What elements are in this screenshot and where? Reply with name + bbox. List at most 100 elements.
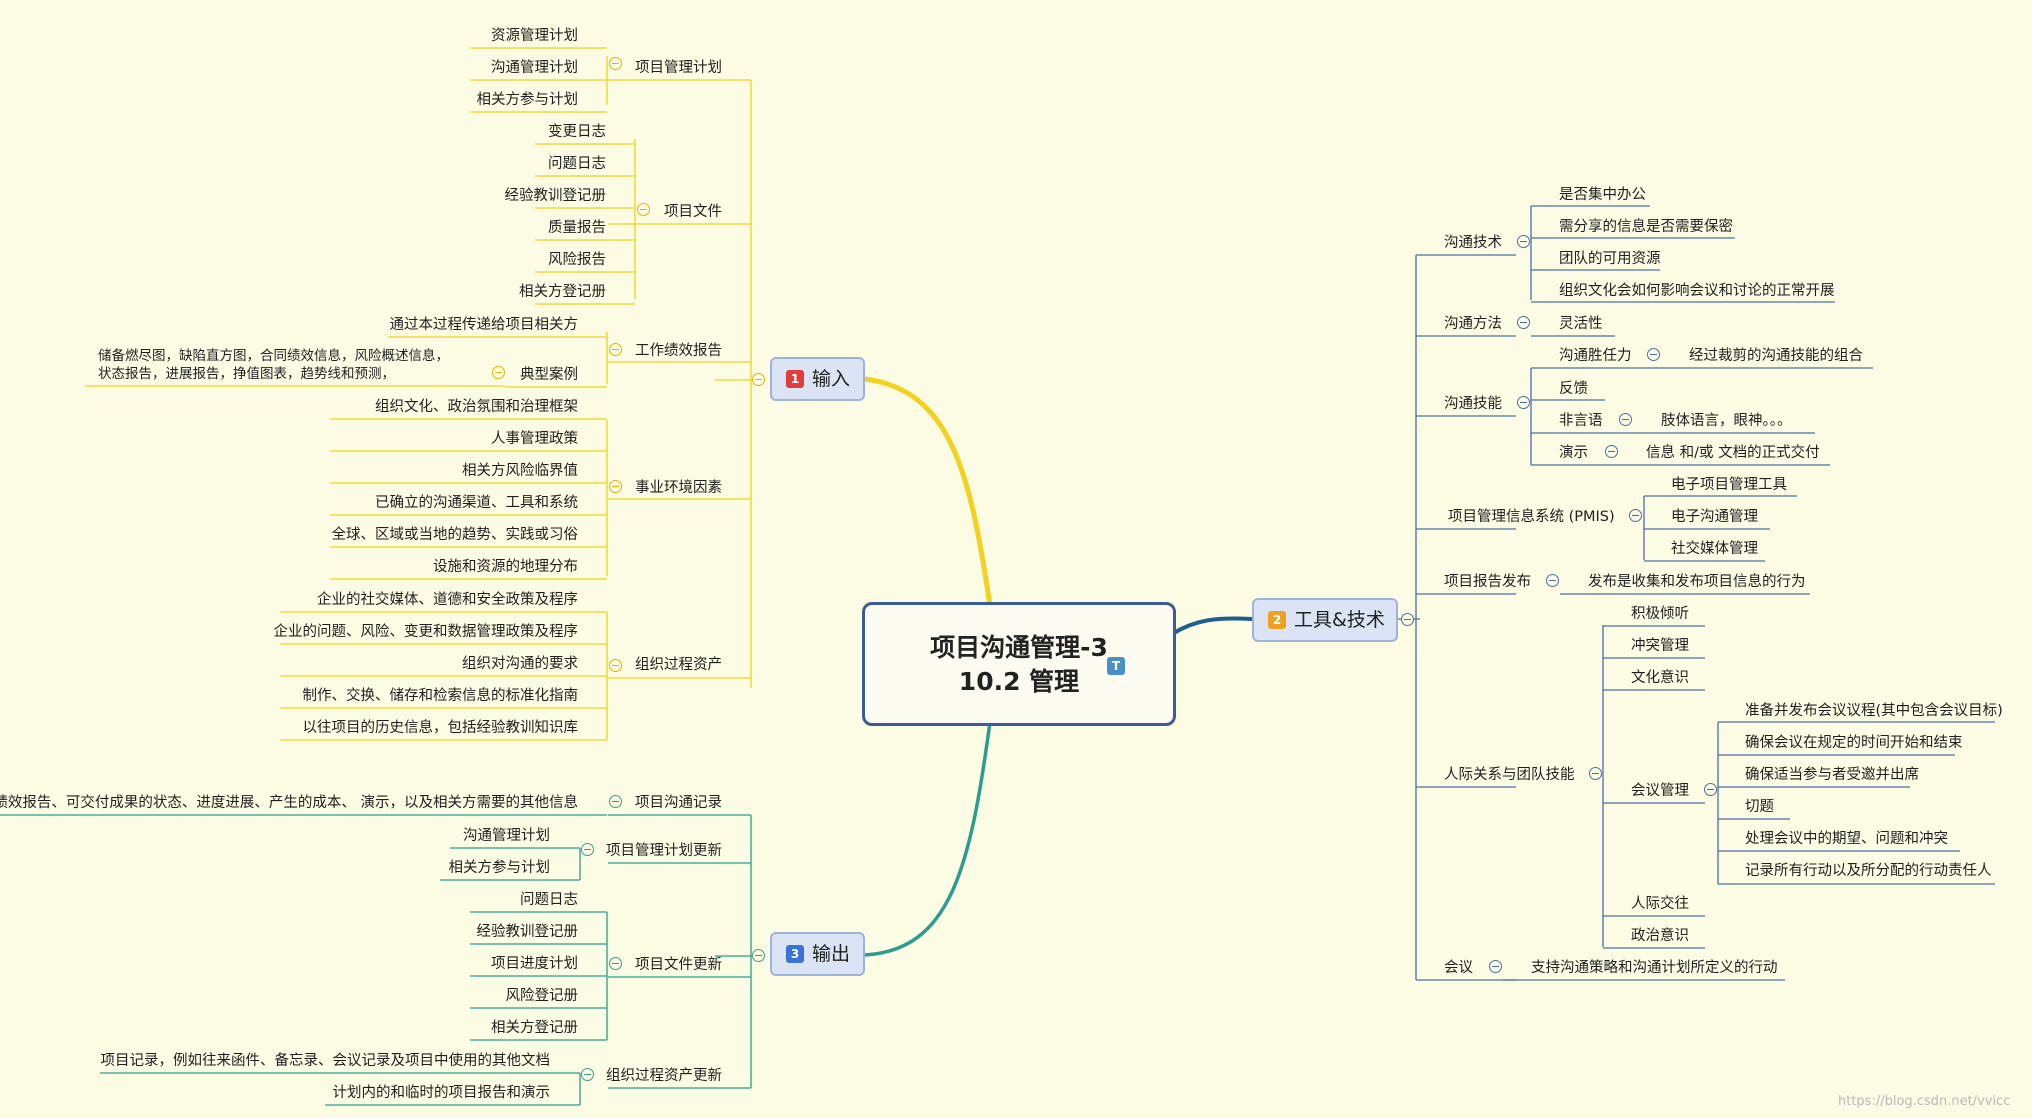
- leaf-comm-requirements[interactable]: 组织对沟通的要求: [462, 656, 578, 672]
- leaf-records-detail[interactable]: 绩效报告、可交付成果的状态、进度进展、产生的成本、 演示，以及相关方需要的其他信…: [0, 795, 578, 811]
- leaf-geo-distribution[interactable]: 设施和资源的地理分布: [433, 559, 578, 575]
- leaf-pass-to-stakeholders[interactable]: 通过本过程传递给项目相关方: [389, 317, 579, 333]
- leaf-confidentiality[interactable]: 需分享的信息是否需要保密: [1559, 219, 1733, 235]
- leaf-colocation[interactable]: 是否集中办公: [1559, 187, 1646, 203]
- leaf-upd-issue-log[interactable]: 问题日志: [520, 892, 578, 908]
- leaf-flexibility[interactable]: 灵活性: [1559, 316, 1603, 332]
- leaf-historical-info[interactable]: 以往项目的历史信息，包括经验教训知识库: [302, 720, 579, 736]
- subtopic-pmis[interactable]: 项目管理信息系统 (PMIS): [1448, 509, 1615, 525]
- subtopic-work-perf-report[interactable]: 工作绩效报告: [635, 343, 722, 359]
- leaf-competence-detail[interactable]: 经过裁剪的沟通技能的组合: [1689, 348, 1863, 364]
- leaf-upd-risk-register[interactable]: 风险登记册: [505, 988, 579, 1004]
- leaf-e-comm-mgmt[interactable]: 电子沟通管理: [1671, 509, 1758, 525]
- leaf-upd-stakeholder-plan[interactable]: 相关方参与计划: [448, 860, 551, 876]
- leaf-risk-report[interactable]: 风险报告: [548, 252, 606, 268]
- leaf-typical-cases[interactable]: 典型案例: [520, 367, 578, 383]
- leaf-conflict-mgmt[interactable]: 冲突管理: [1631, 638, 1689, 654]
- subtopic-opa-updates[interactable]: 组织过程资产更新: [606, 1068, 722, 1084]
- collapse-toggle-eef[interactable]: [609, 480, 622, 493]
- leaf-expectations[interactable]: 处理会议中的期望、问题和冲突: [1745, 831, 1948, 847]
- leaf-hr-policy[interactable]: 人事管理政策: [491, 431, 578, 447]
- leaf-org-culture[interactable]: 组织文化、政治氛围和治理框架: [375, 399, 578, 415]
- leaf-social-media-policy[interactable]: 企业的社交媒体、道德和安全政策及程序: [317, 592, 578, 608]
- leaf-upd-stakeholder-register[interactable]: 相关方登记册: [491, 1020, 578, 1036]
- leaf-trends[interactable]: 全球、区域或当地的趋势、实践或习俗: [331, 527, 579, 543]
- leaf-upd-lessons[interactable]: 经验教训登记册: [476, 924, 579, 940]
- central-topic[interactable]: 项目沟通管理-3 10.2 管理 T: [862, 602, 1176, 726]
- subtopic-project-plan[interactable]: 项目管理计划: [635, 60, 722, 76]
- subtopic-comm-method[interactable]: 沟通方法: [1444, 316, 1502, 332]
- collapse-toggle-project-docs[interactable]: [637, 203, 650, 216]
- collapse-toggle-typical-cases[interactable]: [492, 366, 505, 379]
- leaf-std-guidelines[interactable]: 制作、交换、储存和检索信息的标准化指南: [302, 688, 579, 704]
- leaf-issue-log[interactable]: 问题日志: [548, 156, 606, 172]
- leaf-feedback[interactable]: 反馈: [1559, 381, 1588, 397]
- subtopic-meeting-mgmt[interactable]: 会议管理: [1631, 783, 1689, 799]
- collapse-toggle-work-perf[interactable]: [609, 343, 622, 356]
- subtopic-project-docs[interactable]: 项目文件: [664, 204, 722, 220]
- collapse-toggle-input[interactable]: [752, 373, 765, 386]
- collapse-toggle-competence[interactable]: [1647, 348, 1660, 361]
- leaf-channels[interactable]: 已确立的沟通渠道、工具和系统: [375, 495, 578, 511]
- collapse-toggle-meetings[interactable]: [1489, 960, 1502, 973]
- leaf-risk-threshold[interactable]: 相关方风险临界值: [462, 463, 578, 479]
- leaf-presentations-detail[interactable]: 信息 和/或 文档的正式交付: [1646, 445, 1820, 461]
- subtopic-comm-tech[interactable]: 沟通技术: [1444, 235, 1502, 251]
- collapse-toggle-report-dist[interactable]: [1546, 574, 1559, 587]
- leaf-cases-detail[interactable]: 储备燃尽图，缺陷直方图，合同绩效信息，风险概述信息， 状态报告，进展报告，挣值图…: [98, 348, 449, 382]
- leaf-social-media-mgmt[interactable]: 社交媒体管理: [1671, 541, 1758, 557]
- leaf-nonverbal[interactable]: 非言语: [1559, 413, 1603, 429]
- subtopic-report-dist[interactable]: 项目报告发布: [1444, 574, 1531, 590]
- leaf-e-pm-tools[interactable]: 电子项目管理工具: [1671, 477, 1787, 493]
- leaf-org-culture-meetings[interactable]: 组织文化会如何影响会议和讨论的正常开展: [1559, 283, 1835, 299]
- leaf-project-records[interactable]: 项目记录，例如往来函件、备忘录、会议记录及项目中使用的其他文档: [100, 1053, 551, 1069]
- leaf-on-topic[interactable]: 切题: [1745, 799, 1774, 815]
- leaf-participants[interactable]: 确保适当参与者受邀并出席: [1745, 767, 1919, 783]
- collapse-toggle-project-plan[interactable]: [609, 57, 622, 70]
- subtopic-doc-updates[interactable]: 项目文件更新: [635, 957, 722, 973]
- leaf-change-log[interactable]: 变更日志: [548, 124, 606, 140]
- leaf-stakeholder-register[interactable]: 相关方登记册: [519, 284, 606, 300]
- collapse-toggle-tools[interactable]: [1401, 613, 1414, 626]
- subtopic-comm-skills[interactable]: 沟通技能: [1444, 396, 1502, 412]
- collapse-toggle-comm-records[interactable]: [609, 795, 622, 808]
- leaf-nonverbal-detail[interactable]: 肢体语言，眼神。。。: [1661, 413, 1792, 429]
- subtopic-eef[interactable]: 事业环境因素: [635, 480, 722, 496]
- collapse-toggle-doc-updates[interactable]: [609, 957, 622, 970]
- leaf-upd-comm-plan[interactable]: 沟通管理计划: [463, 828, 550, 844]
- collapse-toggle-comm-tech[interactable]: [1517, 235, 1530, 248]
- collapse-toggle-meeting-mgmt[interactable]: [1704, 783, 1717, 796]
- leaf-stakeholder-plan[interactable]: 相关方参与计划: [476, 92, 579, 108]
- collapse-toggle-comm-method[interactable]: [1517, 316, 1530, 329]
- collapse-toggle-nonverbal[interactable]: [1619, 413, 1632, 426]
- leaf-lessons-register[interactable]: 经验教训登记册: [504, 188, 607, 204]
- collapse-toggle-opa-updates[interactable]: [581, 1068, 594, 1081]
- leaf-upd-schedule[interactable]: 项目进度计划: [491, 956, 578, 972]
- leaf-report-dist-detail[interactable]: 发布是收集和发布项目信息的行为: [1588, 574, 1806, 590]
- leaf-active-listening[interactable]: 积极倾听: [1631, 606, 1689, 622]
- leaf-team-resources[interactable]: 团队的可用资源: [1559, 251, 1661, 267]
- subtopic-opa[interactable]: 组织过程资产: [635, 657, 722, 673]
- leaf-quality-report[interactable]: 质量报告: [548, 220, 606, 236]
- leaf-competence[interactable]: 沟通胜任力: [1559, 348, 1632, 364]
- collapse-toggle-output[interactable]: [752, 949, 765, 962]
- leaf-political-awareness[interactable]: 政治意识: [1631, 928, 1689, 944]
- subtopic-comm-records[interactable]: 项目沟通记录: [635, 795, 722, 811]
- collapse-toggle-plan-updates[interactable]: [581, 843, 594, 856]
- collapse-toggle-pmis[interactable]: [1629, 509, 1642, 522]
- subtopic-plan-updates[interactable]: 项目管理计划更新: [606, 843, 722, 859]
- leaf-reports-presentations[interactable]: 计划内的和临时的项目报告和演示: [332, 1085, 551, 1101]
- leaf-presentations[interactable]: 演示: [1559, 445, 1588, 461]
- collapse-toggle-comm-skills[interactable]: [1517, 396, 1530, 409]
- leaf-meetings-detail[interactable]: 支持沟通策略和沟通计划所定义的行动: [1531, 960, 1778, 976]
- leaf-agenda[interactable]: 准备并发布会议议程(其中包含会议目标): [1745, 703, 2003, 719]
- collapse-toggle-opa[interactable]: [609, 659, 622, 672]
- leaf-resource-plan[interactable]: 资源管理计划: [491, 28, 578, 44]
- leaf-comm-plan[interactable]: 沟通管理计划: [491, 60, 578, 76]
- leaf-cultural-awareness[interactable]: 文化意识: [1631, 670, 1689, 686]
- collapse-toggle-interpersonal[interactable]: [1589, 767, 1602, 780]
- leaf-action-items[interactable]: 记录所有行动以及所分配的行动责任人: [1745, 863, 1992, 879]
